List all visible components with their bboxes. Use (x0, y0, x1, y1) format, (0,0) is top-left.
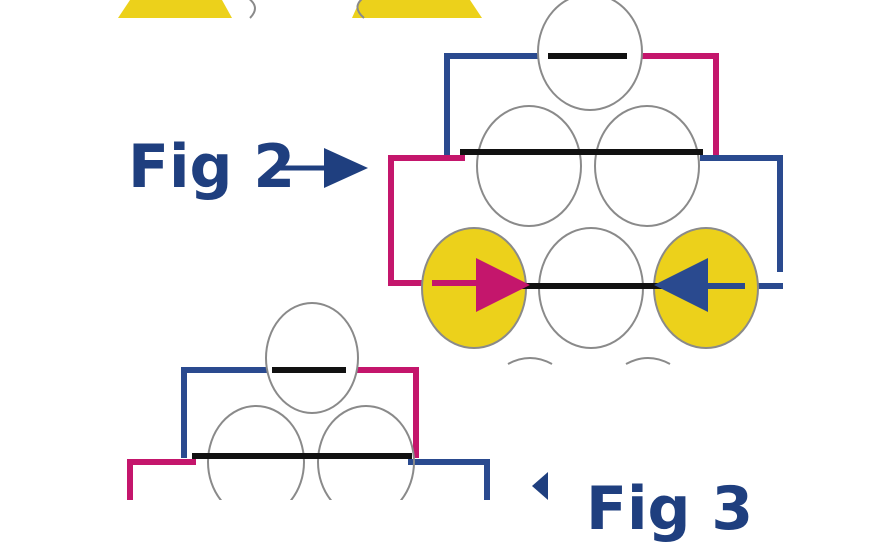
circle-fragment-left (248, 0, 256, 19)
right-arrow-icon (278, 148, 368, 188)
fig2-bottom-loop-magenta (388, 155, 465, 286)
fig3-bottom-loop-navy (408, 459, 490, 500)
diagram-canvas: Fig 2 Fig 3 (118, 0, 783, 544)
fig2-ring-middle-left (476, 105, 582, 227)
fig3-pointer-icon (532, 472, 548, 500)
top-partial-figure (118, 0, 482, 19)
yellow-shape-right (352, 0, 482, 18)
fig2-bottom-loop-navy (700, 155, 783, 272)
fig2-ring-fragment-lower-left (507, 357, 553, 365)
yellow-shape-left (118, 0, 232, 18)
figure-3-diagram (127, 302, 548, 519)
diagram-svg (118, 0, 783, 519)
magenta-right-arrowhead-icon (432, 258, 530, 312)
navy-left-arrowhead-icon (654, 258, 745, 312)
fig3-label: Fig 3 (586, 474, 754, 544)
fig3-ring-top (265, 302, 359, 414)
fig2-ring-fragment-lower-right (625, 357, 671, 365)
circle-fragment-right (356, 0, 365, 19)
fig3-bottom-loop-magenta (127, 459, 196, 500)
fig2-ring-middle-right (594, 105, 700, 227)
fig2-label: Fig 2 (128, 132, 296, 202)
figure-2-diagram (278, 0, 783, 365)
